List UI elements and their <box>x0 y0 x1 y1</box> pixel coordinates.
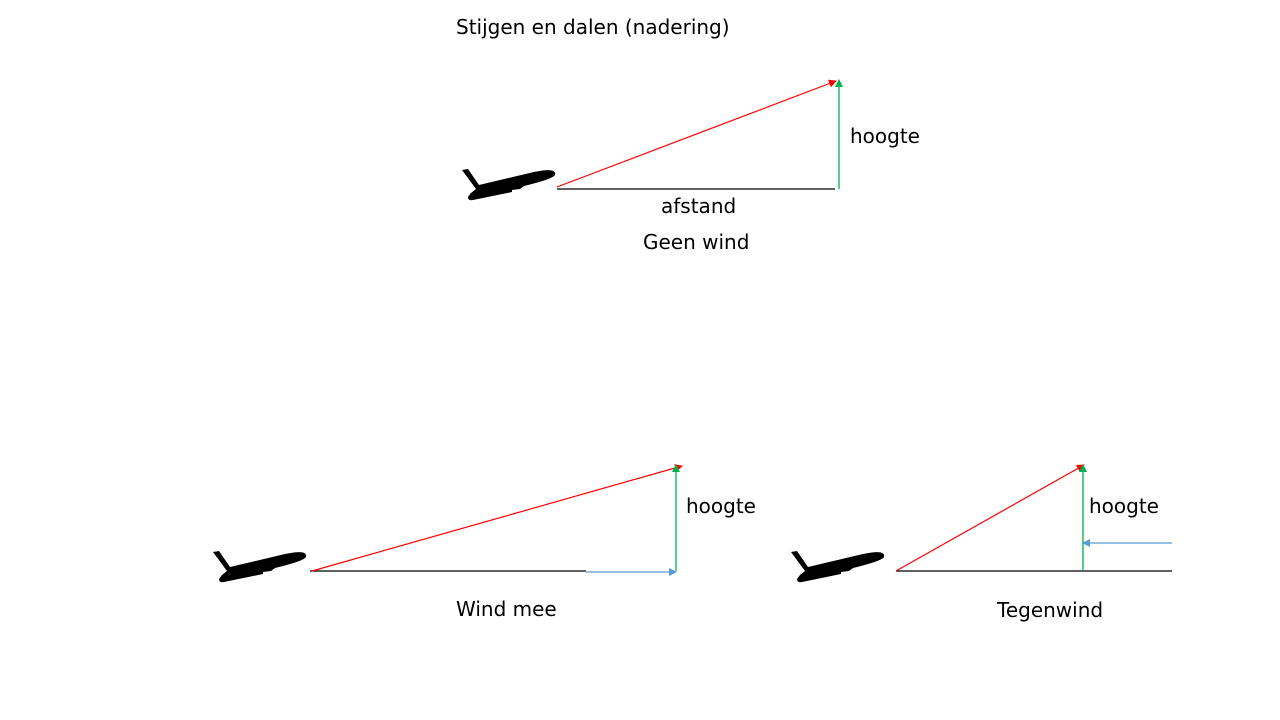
diagram-headwind <box>791 464 1172 583</box>
height-label: hoogte <box>1089 494 1159 518</box>
flight-path-arrow <box>556 79 837 188</box>
airplane-icon <box>791 551 885 583</box>
slide-title: Stijgen en dalen (nadering) <box>456 15 730 39</box>
flight-path-arrow <box>311 464 683 572</box>
height-label: hoogte <box>850 124 920 148</box>
caption-tailwind: Wind mee <box>456 597 557 621</box>
caption-headwind: Tegenwind <box>997 598 1104 622</box>
airplane-icon <box>462 169 556 201</box>
diagram-tailwind <box>213 464 683 583</box>
distance-label: afstand <box>661 194 737 218</box>
flight-path-arrow <box>895 464 1085 572</box>
height-label: hoogte <box>686 494 756 518</box>
diagram-no-wind <box>462 79 843 201</box>
airplane-icon <box>213 551 307 583</box>
caption-no-wind: Geen wind <box>643 230 750 254</box>
